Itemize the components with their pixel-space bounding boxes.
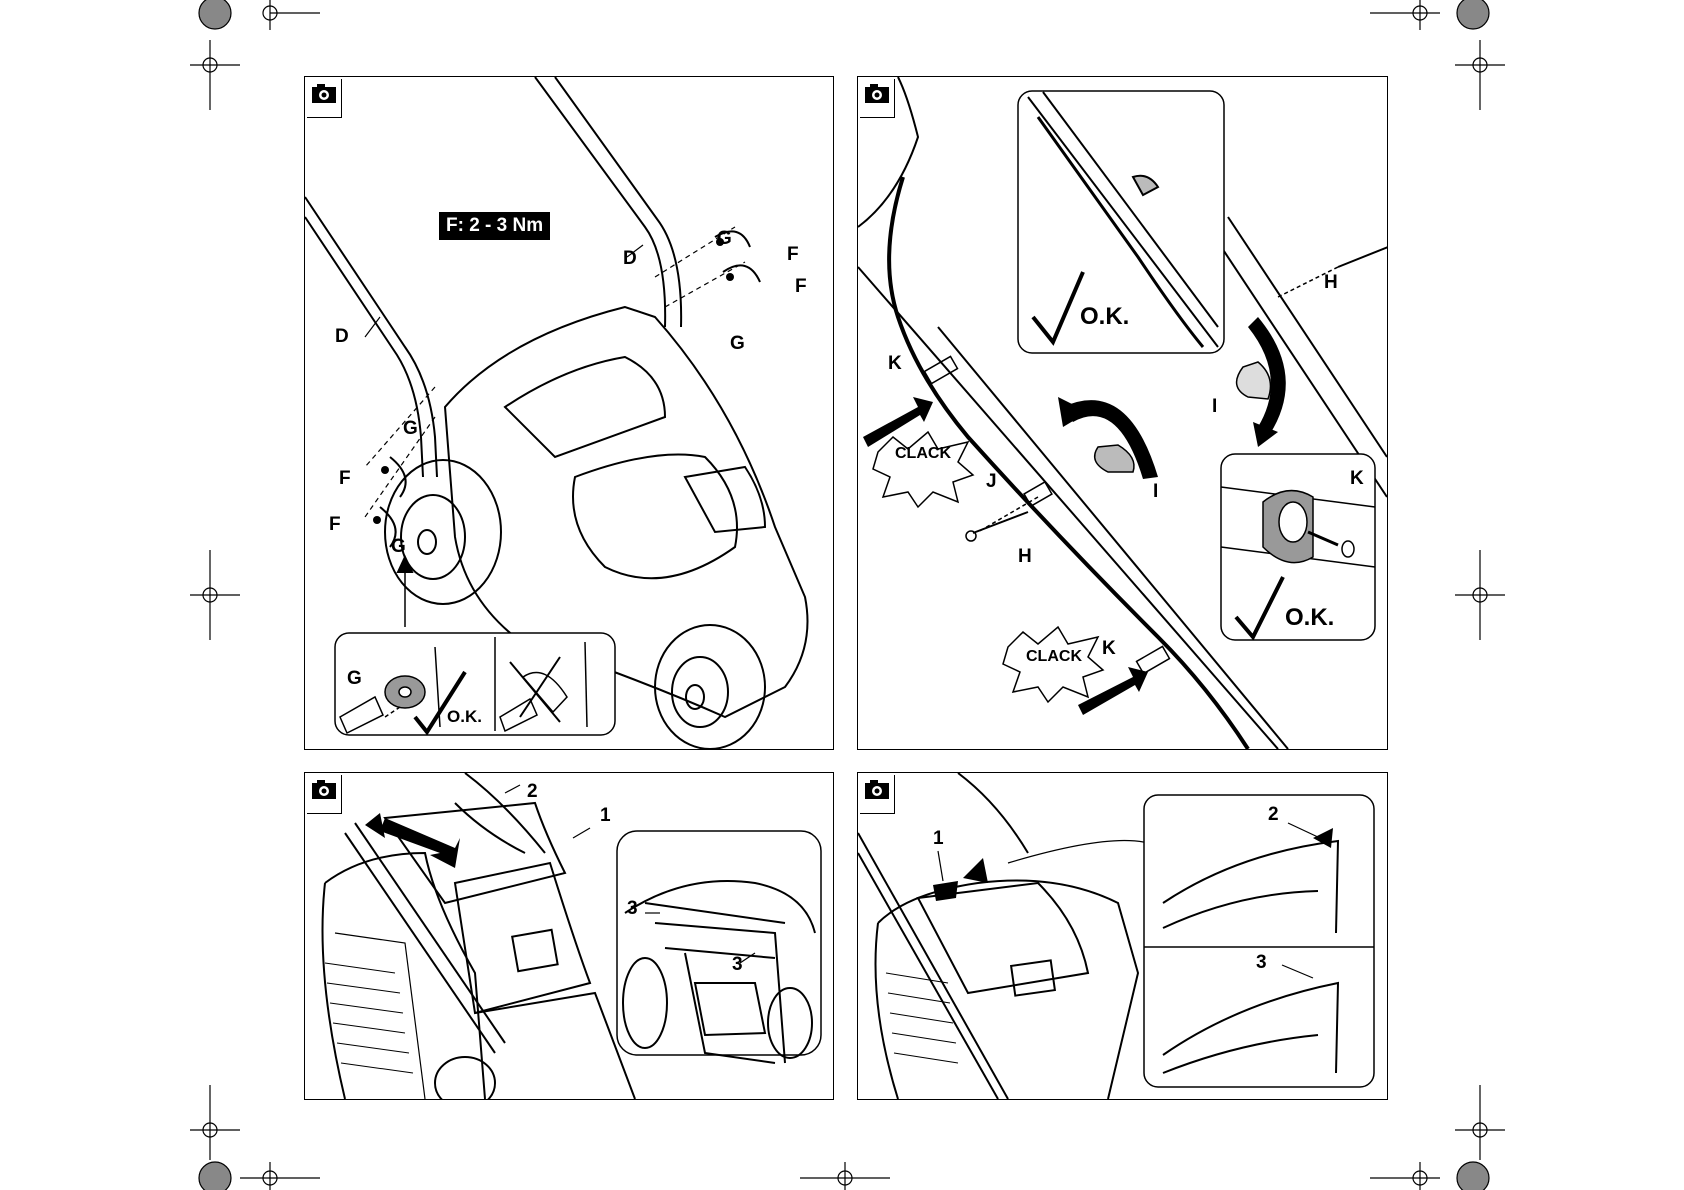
label-g-lower-left: G: [391, 537, 406, 556]
label-k-lower: K: [1102, 639, 1116, 658]
label-2: 2: [1268, 805, 1279, 824]
panel-grass-box: 2 1 3 3: [304, 772, 834, 1100]
ok-top: O.K.: [1080, 303, 1129, 331]
panel-cable-clips: K CLACK J H I H I K CLACK K O.K. O.K.: [857, 76, 1388, 750]
camera-icon: [307, 775, 342, 814]
camera-icon: [307, 79, 342, 118]
label-f-upper-left: F: [339, 469, 351, 488]
label-f-lower-left: F: [329, 515, 341, 534]
label-g-inset: G: [347, 669, 362, 688]
camera-icon: [860, 79, 895, 118]
label-k-upper: K: [888, 354, 902, 373]
label-g-bottom-right: G: [730, 334, 745, 353]
label-i-right: I: [1212, 397, 1217, 416]
label-2: 2: [527, 782, 538, 801]
ok-bottom: O.K.: [1285, 604, 1334, 632]
camera-icon: [860, 775, 895, 814]
label-3-upper: 3: [627, 899, 638, 918]
handle-assembly-drawing: [305, 77, 833, 749]
grass-box-drawing: [305, 773, 833, 1099]
label-1: 1: [600, 806, 611, 825]
label-f-upper-right: F: [787, 245, 799, 264]
label-f-lower-right: F: [795, 277, 807, 296]
label-k-inset: K: [1350, 469, 1364, 488]
label-h-right: H: [1324, 273, 1338, 292]
label-3: 3: [1256, 953, 1267, 972]
label-i-center: I: [1153, 482, 1158, 501]
clack-upper: CLACK: [895, 445, 951, 463]
label-h-left: H: [1018, 547, 1032, 566]
panel-fill-indicator: 1 2 3: [857, 772, 1388, 1100]
label-1: 1: [933, 829, 944, 848]
label-3-lower: 3: [732, 955, 743, 974]
label-j: J: [986, 472, 997, 491]
torque-label: F: 2 - 3 Nm: [439, 212, 550, 240]
ok-label: O.K.: [447, 707, 482, 727]
label-g-top-right: G: [717, 229, 732, 248]
label-g-upper-left: G: [403, 419, 418, 438]
label-d-left: D: [335, 327, 349, 346]
panel-handle-assembly: F: 2 - 3 Nm D D G F F G G F F G G O.K.: [304, 76, 834, 750]
fill-indicator-drawing: [858, 773, 1387, 1099]
label-d-right: D: [623, 249, 637, 268]
cable-clips-drawing: [858, 77, 1387, 749]
clack-lower: CLACK: [1026, 648, 1082, 666]
